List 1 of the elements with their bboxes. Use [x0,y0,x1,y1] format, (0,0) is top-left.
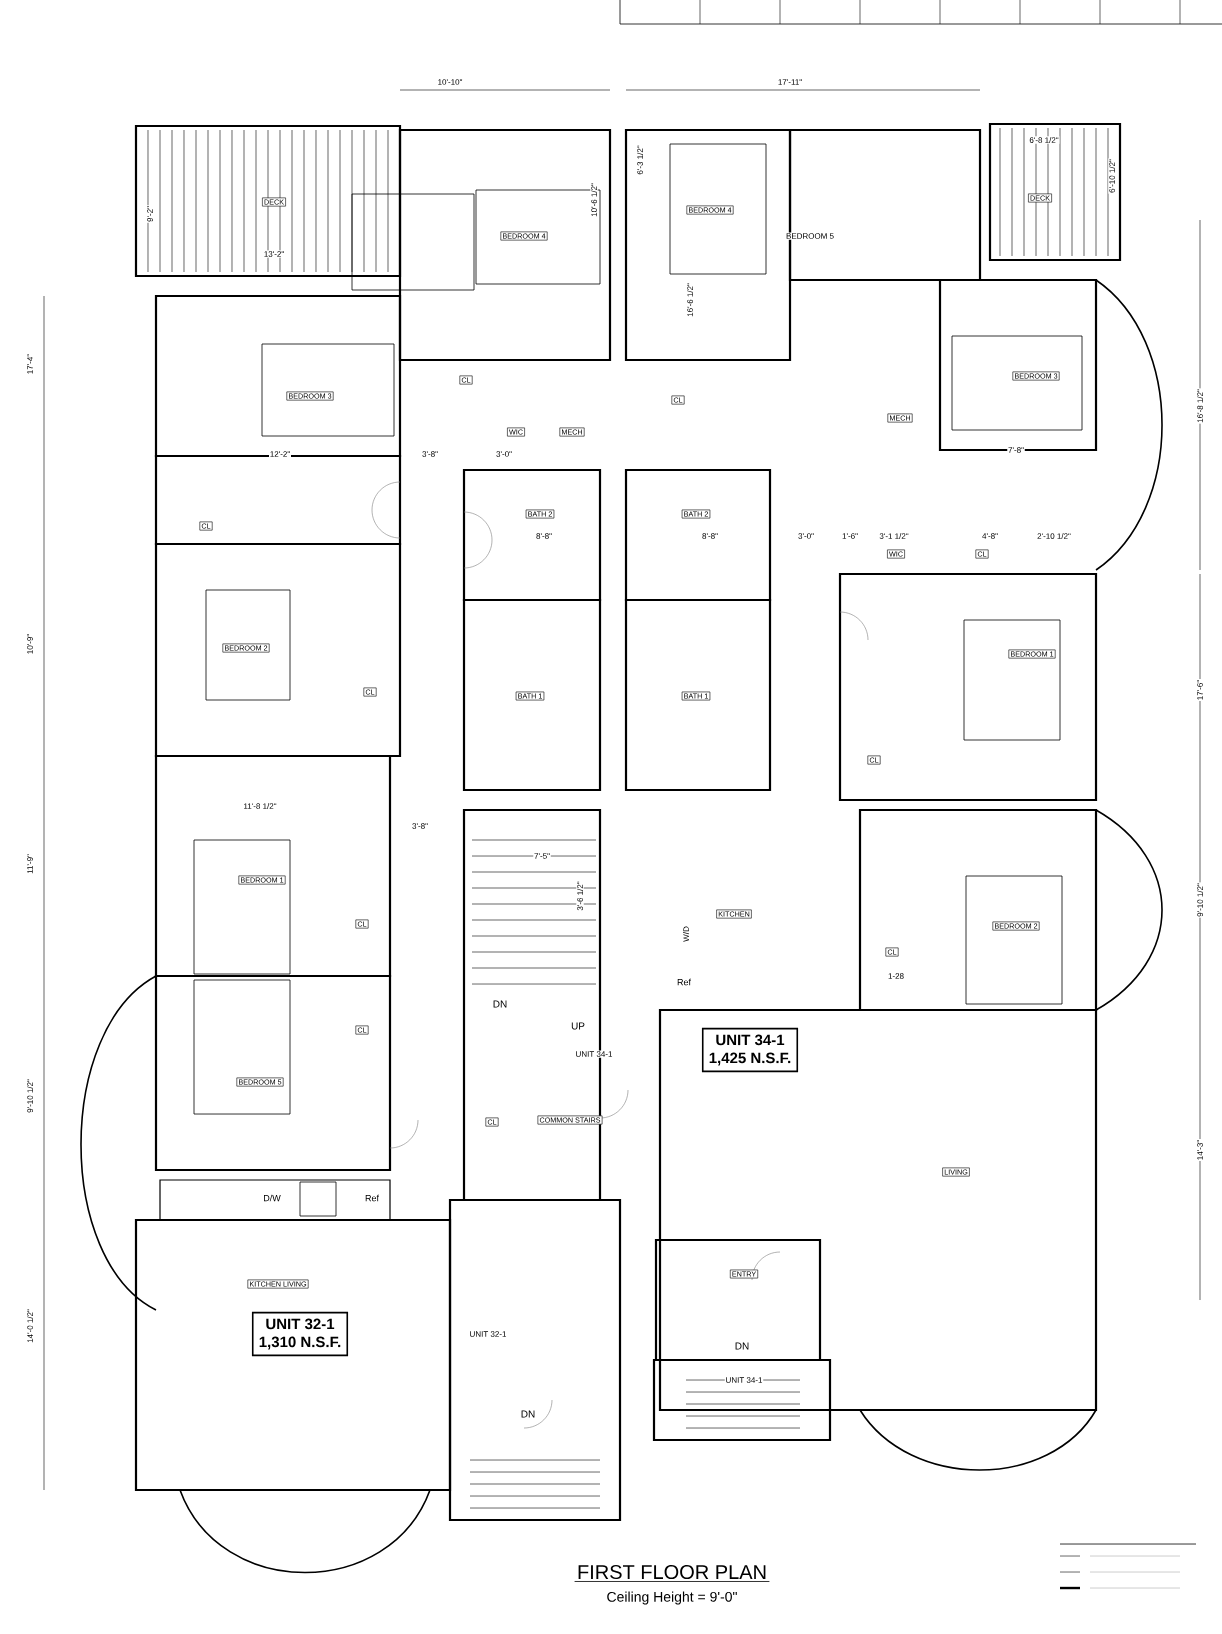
plan-title: FIRST FLOOR PLAN [578,1564,766,1580]
